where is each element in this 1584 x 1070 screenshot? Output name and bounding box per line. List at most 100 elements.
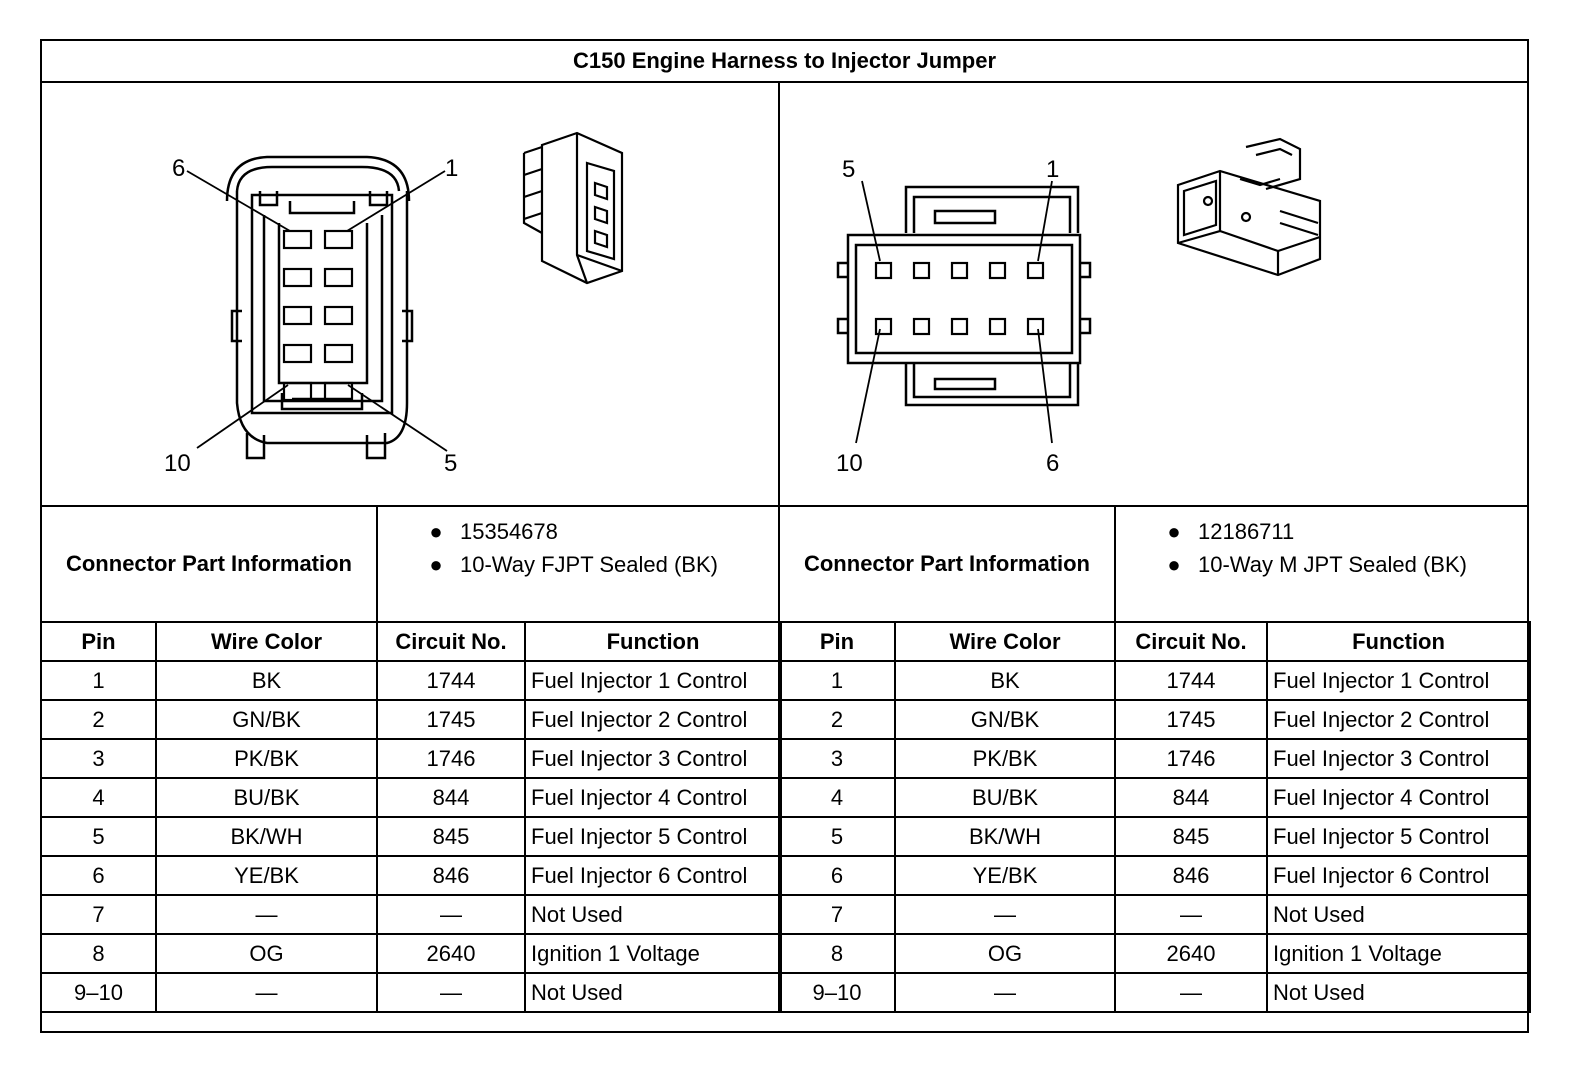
wire-color-cell: — <box>894 894 1116 935</box>
part-info-list: ●12186711 ●10-Way M JPT Sealed (BK) <box>1150 515 1467 581</box>
wire-color-cell: — <box>155 972 378 1013</box>
cavity <box>323 267 354 288</box>
pin-cavity <box>950 261 969 280</box>
pin-cell: 9–10 <box>40 972 157 1013</box>
circuit-no-cell: 1746 <box>376 738 526 779</box>
circuit-no-cell: 845 <box>376 816 526 857</box>
table-header-row: Pin Wire Color Circuit No. Function <box>778 621 1531 662</box>
circuit-no-cell: 1745 <box>376 699 526 740</box>
function-cell: Fuel Injector 5 Control <box>1266 816 1531 857</box>
wire-color-cell: BU/BK <box>155 777 378 818</box>
wire-color-cell: BK/WH <box>894 816 1116 857</box>
connector-part-info-label: Connector Part Information <box>42 507 378 621</box>
header-function: Function <box>1266 621 1531 662</box>
circuit-no-cell: 846 <box>376 855 526 896</box>
wire-color-cell: PK/BK <box>894 738 1116 779</box>
wire-color-cell: BU/BK <box>894 777 1116 818</box>
part-info-list: ●15354678 ●10-Way FJPT Sealed (BK) <box>412 515 718 581</box>
page-title: C150 Engine Harness to Injector Jumper <box>40 39 1529 83</box>
bullet-icon: ● <box>1167 519 1181 544</box>
pin-cell: 1 <box>40 660 157 701</box>
pin-cavity <box>912 317 931 336</box>
pin-grid <box>874 261 1045 336</box>
pin-cell: 3 <box>778 738 896 779</box>
cavity <box>282 267 313 288</box>
pin-cavity <box>874 261 893 280</box>
table-row: 7——Not Used <box>778 894 1531 935</box>
table-row: 7——Not Used <box>40 894 782 935</box>
connector-diagram-left: 6 1 10 5 <box>40 81 780 507</box>
function-cell: Fuel Injector 1 Control <box>524 660 782 701</box>
cavity <box>282 229 313 250</box>
pin-cell: 6 <box>778 855 896 896</box>
function-cell: Not Used <box>524 894 782 935</box>
connector-part-info-label: Connector Part Information <box>780 507 1116 621</box>
part-info-item: ●10-Way M JPT Sealed (BK) <box>1150 548 1467 581</box>
wire-color-cell: GN/BK <box>155 699 378 740</box>
pin-cell: 2 <box>40 699 157 740</box>
pin-cell: 9–10 <box>778 972 896 1013</box>
pin-cell: 1 <box>778 660 896 701</box>
callout-pin-6: 6 <box>1046 450 1059 477</box>
function-cell: Fuel Injector 4 Control <box>1266 777 1531 818</box>
circuit-no-cell: — <box>1114 972 1268 1013</box>
circuit-no-cell: 2640 <box>1114 933 1268 974</box>
header-circuit-no: Circuit No. <box>376 621 526 662</box>
function-cell: Not Used <box>1266 894 1531 935</box>
wire-color-cell: PK/BK <box>155 738 378 779</box>
cavity-grid <box>282 229 354 402</box>
circuit-no-cell: 844 <box>1114 777 1268 818</box>
wire-color-cell: YE/BK <box>894 855 1116 896</box>
cavity <box>323 229 354 250</box>
circuit-no-cell: 2640 <box>376 933 526 974</box>
circuit-no-cell: 845 <box>1114 816 1268 857</box>
pin-cell: 4 <box>40 777 157 818</box>
pin-cavity <box>1026 317 1045 336</box>
pin-cavity <box>988 317 1007 336</box>
table-row: 9–10——Not Used <box>40 972 782 1013</box>
wire-color-cell: BK/WH <box>155 816 378 857</box>
cavity <box>282 343 313 364</box>
pin-cell: 4 <box>778 777 896 818</box>
circuit-no-cell: 1745 <box>1114 699 1268 740</box>
pin-cell: 5 <box>40 816 157 857</box>
function-cell: Fuel Injector 4 Control <box>524 777 782 818</box>
function-cell: Fuel Injector 1 Control <box>1266 660 1531 701</box>
function-cell: Not Used <box>524 972 782 1013</box>
wire-color-cell: GN/BK <box>894 699 1116 740</box>
pin-cell: 7 <box>40 894 157 935</box>
pin-cell: 8 <box>40 933 157 974</box>
function-cell: Fuel Injector 2 Control <box>1266 699 1531 740</box>
pin-cavity <box>988 261 1007 280</box>
pin-cavity <box>912 261 931 280</box>
wire-color-cell: BK <box>894 660 1116 701</box>
pin-cell: 3 <box>40 738 157 779</box>
header-wire-color: Wire Color <box>155 621 378 662</box>
callout-pin-6: 6 <box>172 155 185 182</box>
function-cell: Fuel Injector 2 Control <box>524 699 782 740</box>
cavity <box>323 343 354 364</box>
circuit-no-cell: — <box>376 972 526 1013</box>
function-cell: Fuel Injector 3 Control <box>1266 738 1531 779</box>
callout-pin-1: 1 <box>445 155 458 182</box>
callout-pin-10: 10 <box>836 450 863 477</box>
pin-cell: 2 <box>778 699 896 740</box>
part-info-item: ●15354678 <box>412 515 718 548</box>
pin-cell: 7 <box>778 894 896 935</box>
bullet-icon: ● <box>1167 552 1181 577</box>
circuit-no-cell: — <box>1114 894 1268 935</box>
circuit-no-cell: 1744 <box>376 660 526 701</box>
pin-cavity <box>874 317 893 336</box>
wire-color-cell: BK <box>155 660 378 701</box>
